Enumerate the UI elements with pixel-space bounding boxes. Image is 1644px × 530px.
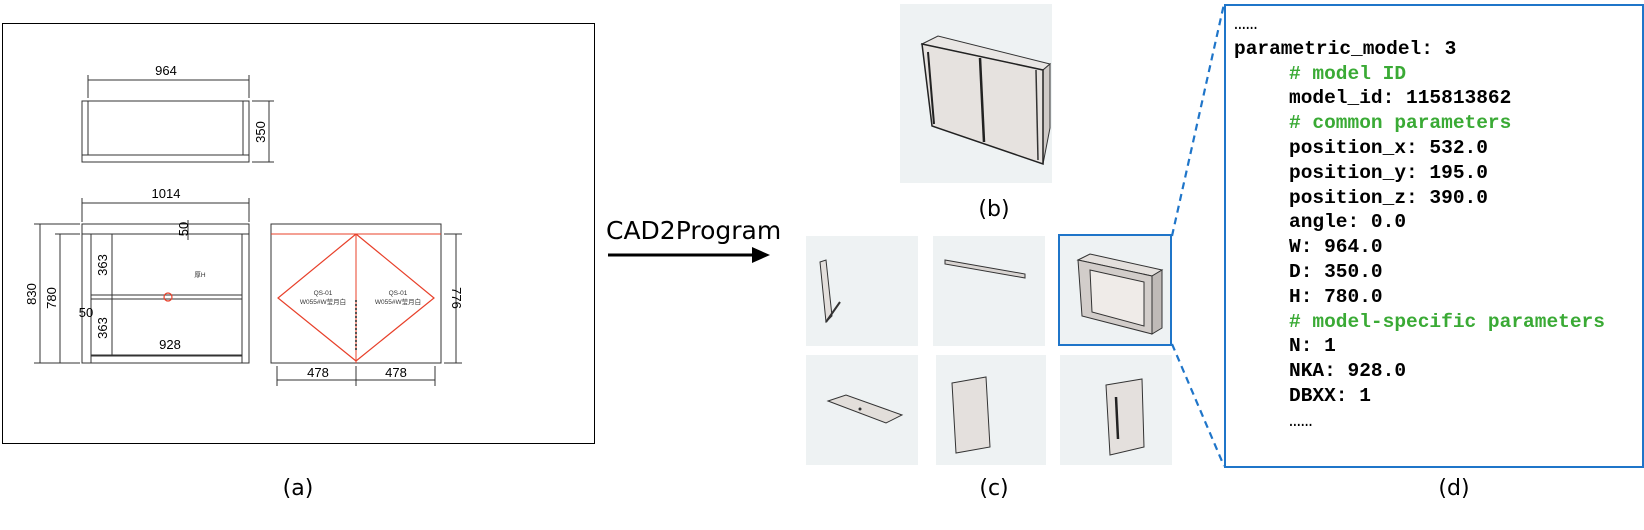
selected-component-highlight bbox=[1058, 234, 1172, 346]
door-left-icon bbox=[951, 376, 991, 454]
dim-upper-shelf: 363 bbox=[95, 254, 110, 276]
door-opening-lines bbox=[277, 233, 435, 362]
dim-body-height: 780 bbox=[44, 287, 59, 309]
assembled-model-render bbox=[900, 4, 1052, 183]
caption-a: (a) bbox=[282, 476, 314, 501]
dim-inner-width: 928 bbox=[159, 337, 181, 352]
code-w: W: 964.0 bbox=[1289, 236, 1383, 259]
dim-top-gap: 50 bbox=[176, 222, 191, 236]
shelf-icon bbox=[826, 394, 904, 424]
component-rail bbox=[933, 236, 1045, 346]
dim-top-width: 964 bbox=[155, 63, 177, 78]
door-left-code: QS-01 bbox=[314, 290, 333, 297]
code-ellipsis-bottom: …… bbox=[1289, 409, 1313, 432]
code-root: parametric_model: 3 bbox=[1234, 37, 1457, 60]
door-right-spec: W055#W莹月白 bbox=[375, 297, 421, 306]
component-carcass bbox=[1060, 236, 1172, 346]
carcass-icon bbox=[1076, 253, 1164, 335]
component-side-panel bbox=[806, 236, 918, 346]
caption-d: (d) bbox=[1438, 476, 1470, 501]
side-panel-icon bbox=[819, 259, 841, 324]
rail-icon bbox=[944, 259, 1026, 279]
dim-top-depth: 350 bbox=[253, 121, 268, 143]
code-h: H: 780.0 bbox=[1289, 285, 1383, 308]
dim-door-left: 478 bbox=[307, 365, 329, 380]
door-left-spec: W055#W莹月白 bbox=[300, 297, 346, 306]
arrow-label: CAD2Program bbox=[606, 216, 782, 245]
door-right-code: QS-01 bbox=[389, 290, 408, 297]
code-comment-specific: # model-specific parameters bbox=[1289, 310, 1605, 333]
code-position-z: position_z: 390.0 bbox=[1289, 186, 1488, 209]
door-right-icon bbox=[1105, 378, 1145, 456]
code-nka: NKA: 928.0 bbox=[1289, 360, 1407, 383]
dim-front-width: 1014 bbox=[152, 186, 181, 201]
dim-total-height: 830 bbox=[24, 283, 39, 305]
component-door-right bbox=[1060, 355, 1172, 465]
caption-b: (b) bbox=[978, 197, 1010, 222]
component-shelf bbox=[806, 355, 918, 465]
code-ellipsis-top: …… bbox=[1234, 13, 1258, 35]
code-model-id: model_id: 115813862 bbox=[1289, 87, 1512, 110]
code-n: N: 1 bbox=[1289, 335, 1336, 358]
dim-door-right: 478 bbox=[385, 365, 407, 380]
code-position-x: position_x: 532.0 bbox=[1289, 136, 1488, 159]
right-arrow-icon bbox=[608, 247, 770, 263]
front-view-outline bbox=[81, 223, 250, 364]
code-d: D: 350.0 bbox=[1289, 260, 1383, 283]
component-door-left bbox=[936, 355, 1046, 465]
cad-drawing: 964 350 1014 50 363 363 50 928 830 780 7… bbox=[24, 63, 464, 386]
code-position-y: position_y: 195.0 bbox=[1289, 161, 1488, 184]
dim-lower-shelf: 363 bbox=[95, 317, 110, 339]
handle-marker bbox=[163, 292, 173, 302]
caption-c: (c) bbox=[979, 476, 1009, 501]
dim-door-height: 776 bbox=[449, 287, 464, 309]
code-angle: angle: 0.0 bbox=[1289, 211, 1407, 234]
cad-drawing-frame bbox=[2, 23, 595, 444]
code-dbxx: DBXX: 1 bbox=[1289, 384, 1371, 407]
code-comment-common: # common parameters bbox=[1289, 112, 1512, 135]
note-inside: 厚H bbox=[194, 271, 206, 279]
dim-middle-gap: 50 bbox=[79, 305, 93, 320]
cabinet-3d-icon bbox=[920, 35, 1052, 166]
code-comment-id: # model ID bbox=[1289, 62, 1407, 85]
top-view-outline bbox=[81, 100, 250, 163]
zoom-connector bbox=[1170, 3, 1226, 467]
